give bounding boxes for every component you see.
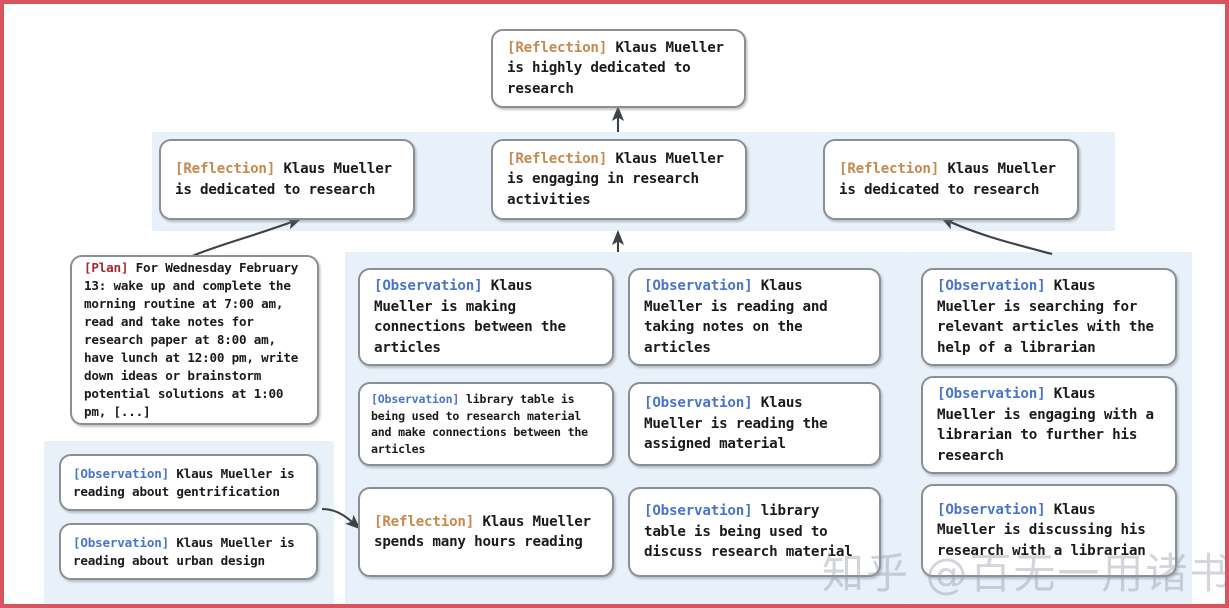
bottom-left-observation-1-body: Klaus Mueller is reading about gentrific… xyxy=(73,465,295,499)
column-two-node-2-body: Klaus Mueller is reading the assigned ma… xyxy=(644,395,828,453)
column-three-node-1-text: [Observation] Klaus Mueller is searching… xyxy=(923,276,1175,358)
column-three-node-1[interactable]: [Observation] Klaus Mueller is searching… xyxy=(921,268,1177,366)
bottom-left-observation-1-text: [Observation] Klaus Mueller is reading a… xyxy=(61,465,316,501)
bottom-left-observation-1[interactable]: [Observation] Klaus Mueller is reading a… xyxy=(59,454,318,511)
column-one-node-2-text: [Observation] library table is being use… xyxy=(360,391,612,457)
plan-tag: [Plan] xyxy=(84,260,129,275)
column-one-node-2-body: library table is being used to research … xyxy=(371,392,588,456)
reflection-3-text: [Reflection] Klaus Mueller is dedicated … xyxy=(825,159,1077,200)
column-three-node-3-body: Klaus Mueller is discussing his research… xyxy=(937,501,1146,559)
root-reflection-node[interactable]: [Reflection] Klaus Mueller is highly ded… xyxy=(491,29,746,108)
observation-tag: [Observation] xyxy=(73,534,169,550)
column-one-node-1-body: Klaus Mueller is making connections betw… xyxy=(374,278,566,356)
watermark: 知乎 @百无一用诸书生 xyxy=(822,549,1229,598)
bottom-left-observation-2[interactable]: [Observation] Klaus Mueller is reading a… xyxy=(59,523,318,580)
plan-body: For Wednesday February 13: wake up and c… xyxy=(84,260,299,419)
plan-node[interactable]: [Plan] For Wednesday February 13: wake u… xyxy=(70,255,319,425)
observation-tag: [Observation] xyxy=(73,465,169,481)
observation-tag: [Observation] xyxy=(371,392,460,406)
observation-tag: [Observation] xyxy=(937,278,1046,294)
reflection-tag: [Reflection] xyxy=(507,39,608,56)
column-two-node-2[interactable]: [Observation] Klaus Mueller is reading t… xyxy=(628,382,881,466)
observation-tag: [Observation] xyxy=(644,503,753,520)
root-reflection-text: [Reflection] Klaus Mueller is highly ded… xyxy=(493,38,744,100)
reflection-tag: [Reflection] xyxy=(839,161,940,177)
observation-tag: [Observation] xyxy=(937,386,1046,402)
column-three-node-3[interactable]: [Observation] Klaus Mueller is discussin… xyxy=(921,484,1177,577)
reflection-node-1[interactable]: [Reflection] Klaus Mueller is dedicated … xyxy=(159,139,415,220)
observation-tag: [Observation] xyxy=(374,278,483,294)
plan-text: [Plan] For Wednesday February 13: wake u… xyxy=(72,259,317,421)
reflection-tag: [Reflection] xyxy=(374,513,475,530)
bottom-left-observation-2-body: Klaus Mueller is reading about urban des… xyxy=(73,534,295,568)
column-one-node-2[interactable]: [Observation] library table is being use… xyxy=(358,382,614,466)
column-three-node-2-body: Klaus Mueller is engaging with a librari… xyxy=(937,386,1154,464)
column-three-node-3-text: [Observation] Klaus Mueller is discussin… xyxy=(923,500,1175,562)
reflection-node-2[interactable]: [Reflection] Klaus Mueller is engaging i… xyxy=(491,139,747,220)
reflection-2-body: Klaus Mueller is engaging in research ac… xyxy=(507,150,724,208)
column-three-node-1-body: Klaus Mueller is searching for relevant … xyxy=(937,278,1154,356)
column-one-node-3-body: Klaus Mueller spends many hours reading xyxy=(374,513,591,551)
column-three-node-2-text: [Observation] Klaus Mueller is engaging … xyxy=(923,384,1175,466)
root-reflection-body: Klaus Mueller is highly dedicated to res… xyxy=(507,39,724,97)
column-two-node-1-text: [Observation] Klaus Mueller is reading a… xyxy=(630,276,879,358)
observation-tag: [Observation] xyxy=(644,395,753,412)
reflection-2-text: [Reflection] Klaus Mueller is engaging i… xyxy=(493,149,745,211)
bottom-left-observation-2-text: [Observation] Klaus Mueller is reading a… xyxy=(61,534,316,570)
column-one-node-1-text: [Observation] Klaus Mueller is making co… xyxy=(360,276,612,358)
column-one-node-1[interactable]: [Observation] Klaus Mueller is making co… xyxy=(358,268,614,366)
reflection-1-body: Klaus Mueller is dedicated to research xyxy=(175,161,392,198)
reflection-1-text: [Reflection] Klaus Mueller is dedicated … xyxy=(161,159,413,200)
column-three-node-2[interactable]: [Observation] Klaus Mueller is engaging … xyxy=(921,376,1177,474)
column-two-node-3-text: [Observation] library table is being use… xyxy=(630,501,879,563)
column-two-node-1[interactable]: [Observation] Klaus Mueller is reading a… xyxy=(628,268,881,366)
reflection-node-3[interactable]: [Reflection] Klaus Mueller is dedicated … xyxy=(823,139,1079,220)
reflection-3-body: Klaus Mueller is dedicated to research xyxy=(839,161,1056,198)
column-two-node-2-text: [Observation] Klaus Mueller is reading t… xyxy=(630,393,879,455)
column-one-node-3-text: [Reflection] Klaus Mueller spends many h… xyxy=(360,512,612,553)
column-two-node-3-body: library table is being used to discuss r… xyxy=(644,503,853,561)
column-two-node-1-body: Klaus Mueller is reading and taking note… xyxy=(644,278,828,356)
column-two-node-3[interactable]: [Observation] library table is being use… xyxy=(628,487,881,577)
observation-tag: [Observation] xyxy=(644,278,753,294)
column-one-node-3[interactable]: [Reflection] Klaus Mueller spends many h… xyxy=(358,487,614,577)
reflection-tag: [Reflection] xyxy=(175,161,276,177)
reflection-tag: [Reflection] xyxy=(507,150,608,167)
observation-tag: [Observation] xyxy=(937,501,1046,518)
